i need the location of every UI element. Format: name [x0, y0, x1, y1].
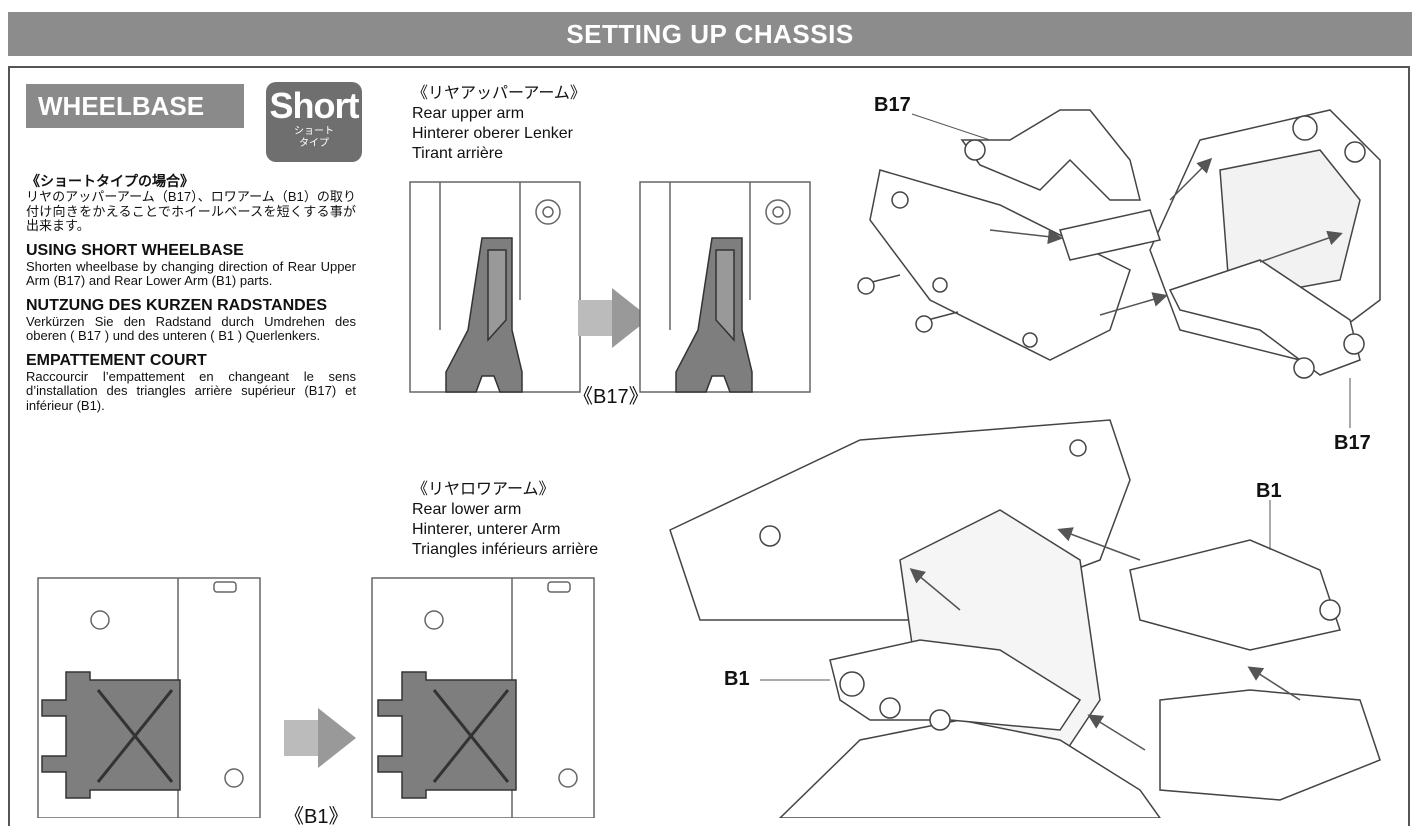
- short-type-badge: Short ショート タイプ: [266, 82, 362, 162]
- fr-text: Raccourcir l’empattement en changeant le…: [26, 368, 356, 413]
- lower-arm-fr: Triangles inférieurs arrière: [412, 541, 599, 558]
- lower-arm-after-diagram: [371, 577, 595, 818]
- page-title: SETTING UP CHASSIS: [8, 12, 1412, 56]
- content-frame: [8, 66, 1410, 826]
- badge-sub-line1: ショート: [294, 126, 334, 137]
- jp-heading: 《ショートタイプの場合》: [26, 173, 194, 189]
- lower-arm-arrow: [284, 708, 356, 768]
- lower-arm-jp: 《リヤロワアーム》: [412, 481, 555, 498]
- upper-arm-fr: Tirant arrière: [412, 145, 503, 162]
- badge-sub-line2: タイプ: [299, 138, 329, 149]
- wheelbase-label: WHEELBASE: [26, 84, 244, 128]
- upper-arm-after-diagram: [639, 181, 811, 393]
- en-heading: USING SHORT WHEELBASE: [26, 241, 244, 259]
- upper-arm-caption: 《リヤアッパーアーム》 Rear upper arm Hinterer ober…: [412, 84, 586, 164]
- de-heading: NUTZUNG DES KURZEN RADSTANDES: [26, 296, 328, 314]
- upper-arm-jp: 《リヤアッパーアーム》: [412, 85, 586, 102]
- upper-arm-before-diagram: [409, 181, 581, 393]
- de-text: Verkürzen Sie den Radstand durch Umdrehe…: [26, 313, 356, 343]
- fr-heading: EMPATTEMENT COURT: [26, 351, 207, 369]
- upper-arm-part-label: 《B17》: [573, 386, 649, 408]
- upper-arm-exploded-view: [857, 109, 1381, 428]
- upper-arm-en: Rear upper arm: [412, 105, 525, 122]
- lower-arm-caption: 《リヤロワアーム》 Rear lower arm Hinterer, unter…: [412, 480, 598, 560]
- callout-b1-right: B1: [1256, 480, 1282, 502]
- upper-arm-de: Hinterer oberer Lenker: [412, 125, 573, 142]
- en-text: Shorten wheelbase by changing direction …: [26, 258, 356, 288]
- jp-text: リヤのアッパーアーム（B17）、ロワアーム（B1）の取り付け向きをかえることでホ…: [26, 189, 356, 233]
- badge-main: Short: [269, 85, 360, 126]
- lower-arm-exploded-view: [669, 419, 1381, 818]
- lower-arm-en: Rear lower arm: [412, 501, 522, 518]
- lower-arm-de: Hinterer, unterer Arm: [412, 521, 561, 538]
- callout-b1-left: B1: [724, 668, 750, 690]
- instruction-text: 《ショートタイプの場合》 リヤのアッパーアーム（B17）、ロワアーム（B1）の取…: [26, 172, 356, 413]
- upper-arm-arrow: [578, 288, 650, 348]
- callout-b17-bottom: B17: [1334, 432, 1371, 454]
- lower-arm-part-label: 《B1》: [284, 806, 349, 828]
- lower-arm-before-diagram: [37, 577, 261, 818]
- callout-b17-top: B17: [874, 94, 911, 116]
